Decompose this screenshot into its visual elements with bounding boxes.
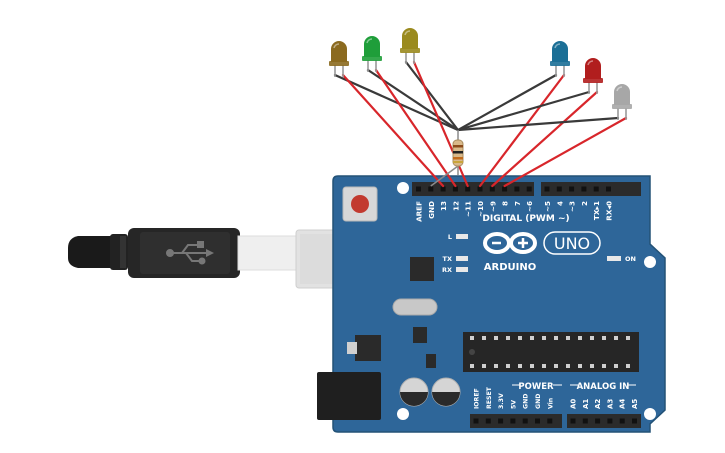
led-rx [456, 267, 468, 272]
led-olive[interactable] [400, 28, 420, 64]
digital-header-label: DIGITAL (PWM ~) [482, 214, 569, 224]
power-header-label: POWER [518, 382, 554, 392]
resistor-gnd-lead [430, 165, 459, 187]
digital-pin-label: 8 [501, 201, 510, 206]
analog-pin-label: A1 [582, 399, 590, 409]
capacitor-1 [399, 377, 429, 407]
led-brown[interactable] [329, 41, 349, 77]
digital-pin-label: ~5 [543, 201, 552, 212]
analog-pin-label: A4 [619, 399, 627, 409]
led-on [607, 256, 621, 261]
usb-symbol-icon [166, 241, 214, 265]
anode-wire [478, 73, 566, 188]
arduino-infinity-logo-icon [483, 232, 537, 254]
power-pin-label: RESET [486, 386, 493, 409]
led-red[interactable] [583, 58, 603, 94]
digital-pin-label: ~9 [488, 201, 497, 212]
power-pin-label: IOREF [474, 388, 481, 409]
cathode-wire [333, 73, 460, 132]
model-badge [543, 231, 601, 255]
crystal-oscillator [392, 298, 438, 316]
anode-wire [491, 90, 599, 188]
wires [333, 60, 628, 188]
digital-pin-label: 4 [555, 201, 564, 206]
capacitor-2 [431, 377, 461, 407]
analog-pin-label: A2 [594, 399, 602, 409]
led-l [456, 234, 468, 239]
power-pin-label: 5V [510, 400, 517, 409]
digital-pin-label: 12 [451, 201, 460, 211]
digital-pin-label: GND [427, 201, 436, 219]
cathode-wire [456, 116, 620, 132]
atmega-chip [463, 332, 639, 372]
anode-wire [374, 68, 457, 188]
digital-pin-label: AREF [415, 201, 424, 222]
cathode-wire [456, 73, 558, 132]
brand-label: ARDUINO [484, 262, 536, 273]
analog-pin-label: A3 [606, 399, 614, 409]
model-label: UNO [554, 234, 590, 253]
led-l-label: L [448, 233, 452, 241]
power-jack [317, 372, 381, 420]
digital-pin-label: 2 [580, 201, 589, 206]
analog-pin-label: A5 [631, 399, 639, 409]
resistor-icon [452, 130, 464, 175]
cathode-wire [456, 90, 591, 132]
reset-button-icon[interactable] [342, 186, 378, 222]
power-pin-label: Vin [547, 398, 554, 409]
led-rx-label: RX [442, 266, 452, 274]
digital-pin-label: ~10 [476, 201, 485, 217]
power-pin-label: GND [535, 394, 542, 409]
digital-pin-label: ~3 [568, 201, 577, 212]
usb-interface-chip [410, 257, 434, 281]
led-tx [456, 256, 468, 261]
digital-pin-label: ~6 [525, 201, 534, 212]
power-pin-label: GND [523, 394, 530, 409]
led-blue[interactable] [550, 41, 570, 77]
led-green[interactable] [362, 36, 382, 72]
digital-pin-label: ~11 [464, 201, 473, 217]
voltage-regulator [355, 335, 381, 361]
power-pin-label: 3.3V [498, 393, 505, 409]
anode-wire [412, 60, 469, 188]
cathode-wire [404, 60, 460, 132]
digital-pin-label: 13 [439, 201, 448, 211]
small-chip [413, 327, 427, 343]
power-header [470, 414, 562, 428]
analog-header [567, 414, 641, 428]
digital-pin-label: RX◂0 [605, 201, 614, 221]
digital-pin-label: TX▸1 [592, 201, 601, 220]
analog-header-label: ANALOG IN [577, 382, 630, 392]
digital-pin-label: 7 [513, 201, 522, 206]
led-gray[interactable] [612, 84, 632, 120]
anode-wire [341, 73, 445, 188]
analog-pin-label: A0 [570, 399, 578, 409]
anode-wire [503, 116, 628, 188]
leds [329, 28, 632, 120]
led-on-label: ON [625, 255, 636, 263]
led-tx-label: TX [443, 255, 452, 263]
